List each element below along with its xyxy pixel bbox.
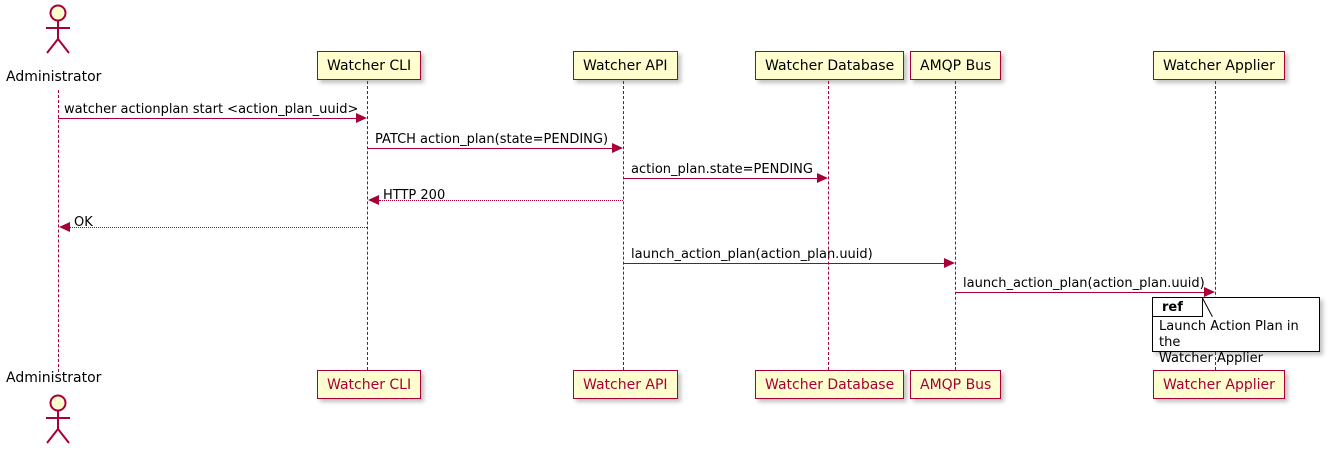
actor-figure-icon [46,394,70,444]
message-arrowhead-6 [944,258,955,268]
message-arrowhead-5 [59,222,70,232]
participant-label-watcher-applier-top: Watcher Applier [1163,57,1275,74]
message-arrowhead-1 [356,113,367,123]
message-arrowhead-7 [1204,287,1215,297]
ref-fragment-tab: ref [1153,298,1203,317]
lifeline-watcher-api [623,81,624,370]
participant-box-amqp-bus-bottom[interactable]: AMQP Bus [910,370,1002,399]
actor-label-administrator-top: Administrator [6,69,102,85]
message-line-4 [379,200,623,201]
message-label-1: watcher actionplan start <action_plan_uu… [64,102,359,117]
ref-fragment-body-line-1: Launch Action Plan in the [1159,319,1299,350]
lifeline-administrator [58,90,59,372]
message-line-5 [70,227,367,228]
ref-fragment-tab-fold [1203,298,1213,317]
participant-label-watcher-api-bottom: Watcher API [583,376,668,393]
ref-fragment-body: Launch Action Plan in the Watcher Applie… [1159,319,1319,367]
lifeline-watcher-cli [367,81,368,370]
message-label-7: launch_action_plan(action_plan.uuid) [963,276,1205,291]
lifeline-watcher-database [828,81,829,370]
message-arrowhead-2 [612,143,623,153]
participant-box-watcher-cli-bottom[interactable]: Watcher CLI [317,370,422,399]
message-label-6: launch_action_plan(action_plan.uuid) [631,247,873,262]
participant-box-watcher-api-top[interactable]: Watcher API [573,51,678,80]
participant-label-amqp-bus-top: AMQP Bus [920,57,992,74]
participant-box-watcher-database-top[interactable]: Watcher Database [755,51,905,80]
message-label-5: OK [74,215,93,230]
actor-label-administrator-bottom: Administrator [6,370,102,386]
message-arrowhead-3 [817,173,828,183]
participant-label-watcher-database-bottom: Watcher Database [765,376,895,393]
participant-label-watcher-database-top: Watcher Database [765,57,895,74]
lifeline-amqp-bus [955,81,956,370]
message-line-2 [368,148,612,149]
participant-box-watcher-cli-top[interactable]: Watcher CLI [317,51,422,80]
message-line-6 [624,263,944,264]
lifeline-watcher-applier [1215,81,1216,370]
participant-label-watcher-cli-top: Watcher CLI [327,57,412,74]
message-line-3 [624,178,817,179]
ref-fragment-operator-label: ref [1162,299,1183,315]
participant-box-watcher-database-bottom[interactable]: Watcher Database [755,370,905,399]
message-arrowhead-4 [368,195,379,205]
ref-fragment-box[interactable]: ref Launch Action Plan in the Watcher Ap… [1152,297,1320,366]
actor-figure-icon [46,4,70,54]
participant-label-watcher-applier-bottom: Watcher Applier [1163,376,1275,393]
participant-label-amqp-bus-bottom: AMQP Bus [920,376,992,393]
participant-label-watcher-cli-bottom: Watcher CLI [327,376,412,393]
participant-label-watcher-api-top: Watcher API [583,57,668,74]
ref-fragment-body-line-2: Watcher Applier [1159,351,1263,366]
actor-administrator-bottom [38,389,78,444]
message-line-7 [956,292,1204,293]
participant-box-watcher-applier-top[interactable]: Watcher Applier [1153,51,1285,80]
message-label-3: action_plan.state=PENDING [631,162,813,177]
actor-administrator-top [38,4,78,54]
message-label-4: HTTP 200 [383,188,446,203]
participant-box-watcher-applier-bottom[interactable]: Watcher Applier [1153,370,1285,399]
participant-box-watcher-api-bottom[interactable]: Watcher API [573,370,678,399]
participant-box-amqp-bus-top[interactable]: AMQP Bus [910,51,1002,80]
message-label-2: PATCH action_plan(state=PENDING) [375,132,609,147]
message-line-1 [58,118,356,119]
